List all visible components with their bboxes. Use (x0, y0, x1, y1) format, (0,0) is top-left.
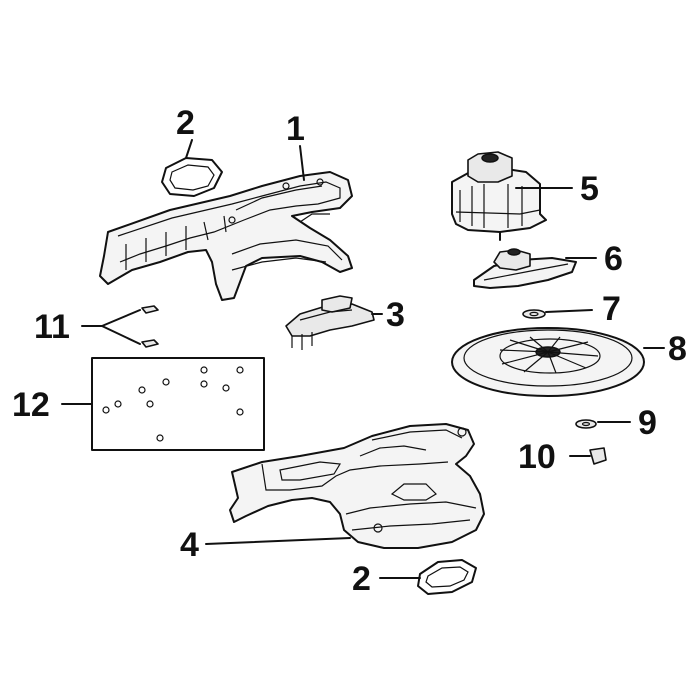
part-11-clips (81, 305, 159, 348)
callout-9: 9 (638, 404, 657, 442)
callout-6: 6 (604, 240, 623, 278)
callout-1: 1 (286, 110, 305, 148)
callout-4: 4 (180, 526, 199, 564)
callout-11: 11 (34, 308, 70, 346)
part-12-screw-set (61, 357, 265, 451)
part-4-assembled-housing (205, 423, 485, 549)
part-5-motor (451, 151, 573, 241)
part-2-top-gasket (161, 139, 223, 197)
part-6-fan (473, 248, 597, 289)
part-3-switch (285, 295, 383, 350)
callout-10: 10 (518, 438, 556, 476)
callout-12: 12 (12, 386, 50, 424)
part-9-washer (575, 419, 631, 429)
callout-2-bottom: 2 (352, 560, 371, 598)
part-10-screw (569, 447, 607, 465)
part-2-bottom-gasket (379, 559, 477, 595)
part-1-housing-shell (99, 145, 353, 301)
part-8-sanding-pad (451, 327, 665, 397)
callout-5: 5 (580, 170, 599, 208)
part-7-washer (522, 309, 593, 319)
callout-8: 8 (668, 330, 687, 368)
callout-3: 3 (386, 296, 405, 334)
callout-7: 7 (602, 290, 621, 328)
callout-2-top: 2 (176, 104, 195, 142)
